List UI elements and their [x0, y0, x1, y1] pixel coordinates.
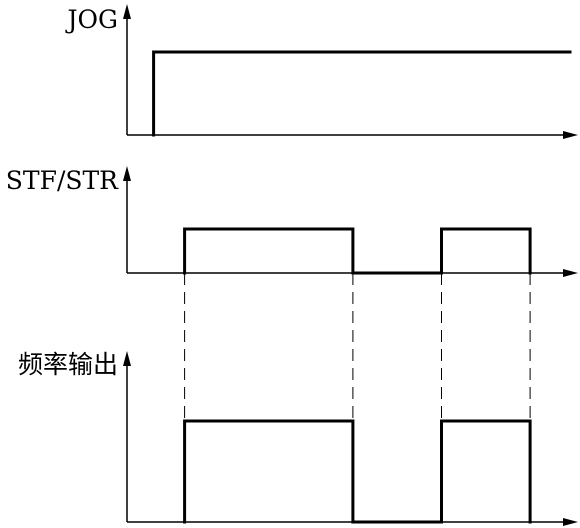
freq-output-x-arrow [563, 518, 578, 526]
stf-str-waveform [183, 227, 532, 275]
jog-y-arrow [123, 4, 131, 19]
jog-waveform [152, 50, 572, 137]
stf-str-trace: STF/STR [6, 166, 578, 277]
jog-label: JOG [65, 5, 119, 34]
freq-output-label: 频率输出 [18, 350, 118, 379]
jog-x-arrow [563, 131, 578, 139]
stf-str-label: STF/STR [6, 166, 119, 195]
freq-output-y-arrow [123, 351, 131, 366]
stf-str-x-arrow [563, 269, 578, 277]
freq-output-waveform [183, 419, 532, 524]
alignment-guides [184, 273, 531, 421]
stf-str-y-arrow [123, 166, 131, 181]
freq-output-trace: 频率输出 [18, 350, 578, 526]
jog-trace: JOG [65, 4, 578, 139]
